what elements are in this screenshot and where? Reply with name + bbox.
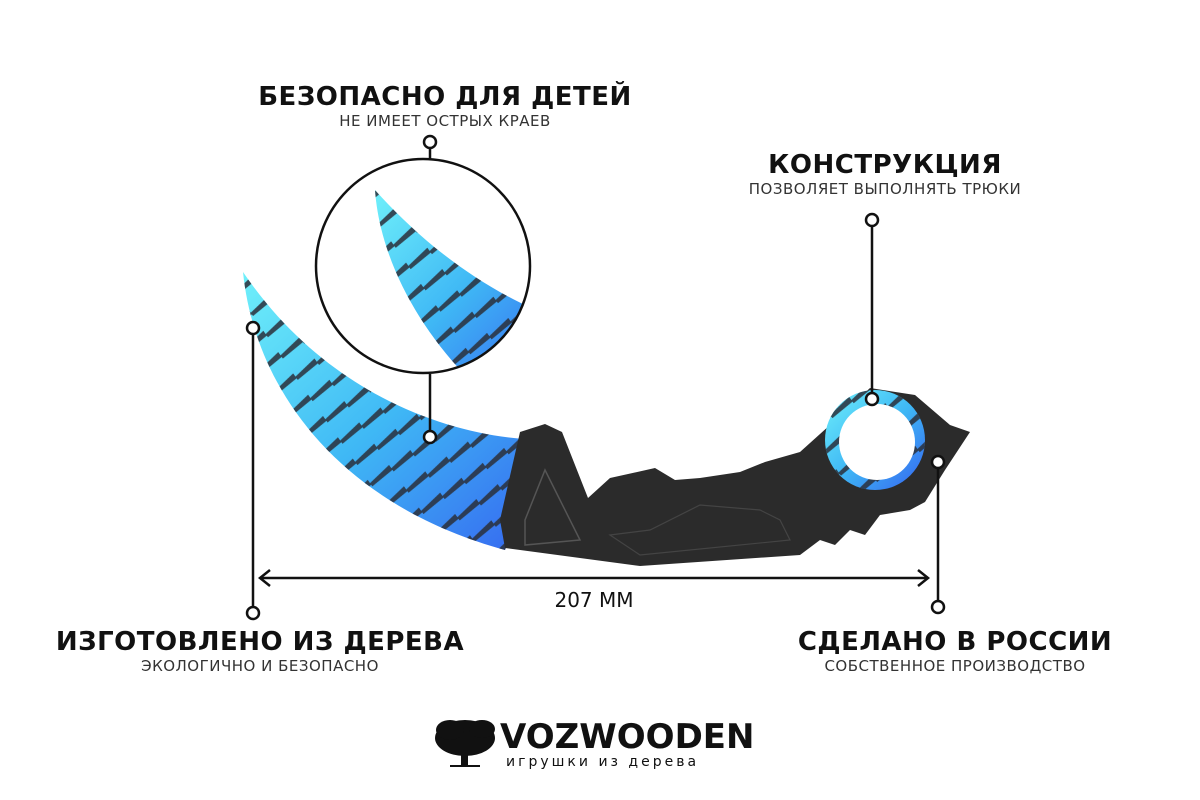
feature-russia: СДЕЛАНО В РОССИИ СОБСТВЕННОЕ ПРОИЗВОДСТВ… (780, 627, 1130, 675)
tree-logo-icon (435, 720, 495, 767)
feature-safe: БЕЗОПАСНО ДЛЯ ДЕТЕЙ НЕ ИМЕЕТ ОСТРЫХ КРАЕ… (230, 82, 660, 130)
feature-title: ИЗГОТОВЛЕНО ИЗ ДЕРЕВА (55, 627, 465, 657)
feature-subtitle: ПОЗВОЛЯЕТ ВЫПОЛНЯТЬ ТРЮКИ (748, 180, 1022, 198)
feature-subtitle: ЭКОЛОГИЧНО И БЕЗОПАСНО (141, 657, 379, 675)
feature-subtitle: СОБСТВЕННОЕ ПРОИЗВОДСТВО (824, 657, 1086, 675)
zoom-detail (314, 157, 532, 375)
callout-lines (245, 134, 946, 621)
dimension-label: 207 ММ (554, 588, 634, 612)
feature-title: КОНСТРУКЦИЯ (768, 150, 1002, 180)
brand-tagline: игрушки из дерева (506, 754, 700, 770)
feature-title: СДЕЛАНО В РОССИИ (797, 627, 1113, 657)
feature-subtitle: НЕ ИМЕЕТ ОСТРЫХ КРАЕВ (339, 112, 551, 130)
blade (243, 272, 548, 550)
feature-construction: КОНСТРУКЦИЯ ПОЗВОЛЯЕТ ВЫПОЛНЯТЬ ТРЮКИ (700, 150, 1070, 198)
brand-logo: VOZWOODEN игрушки из дерева (500, 720, 755, 770)
handle (500, 388, 970, 566)
feature-wood: ИЗГОТОВЛЕНО ИЗ ДЕРЕВА ЭКОЛОГИЧНО И БЕЗОП… (40, 627, 480, 675)
feature-title: БЕЗОПАСНО ДЛЯ ДЕТЕЙ (258, 82, 632, 112)
brand-name: VOZWOODEN (500, 717, 755, 757)
dimension-arrow (257, 569, 931, 587)
